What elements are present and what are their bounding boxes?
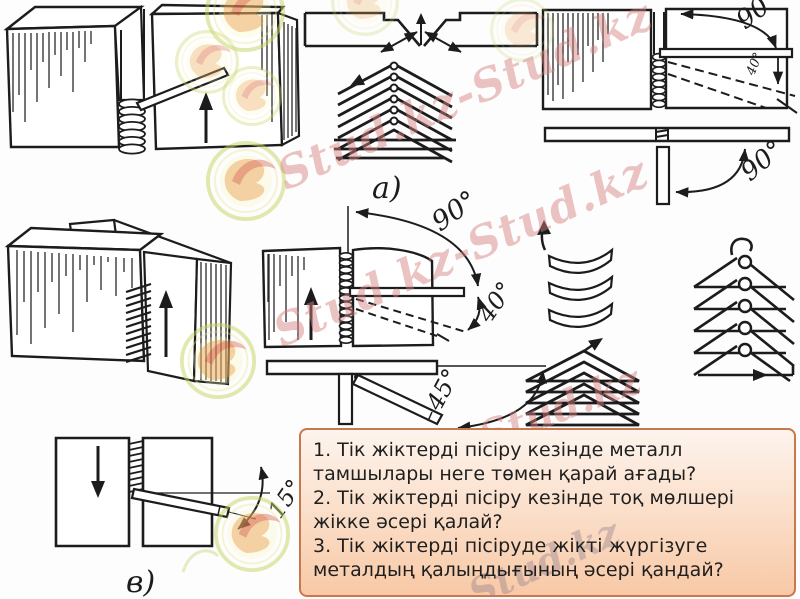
figure-electrode-45: 45° bbox=[265, 359, 547, 432]
weld-ticks bbox=[128, 440, 144, 493]
angle-label-90: 90° bbox=[735, 135, 790, 188]
up-arrow bbox=[537, 220, 551, 251]
up-arrow bbox=[199, 92, 213, 143]
question-line: металдың қалыңдығының әсері қандай? bbox=[313, 559, 724, 581]
hatching bbox=[200, 262, 227, 383]
tilt-dashed-line bbox=[355, 298, 467, 337]
weld-bead-coil bbox=[651, 52, 667, 109]
plank-top-edge bbox=[113, 218, 232, 265]
weld-bead-coil bbox=[338, 252, 354, 344]
left-block-front bbox=[5, 24, 121, 149]
figure-electrode-angle-90-40: 90° 40° bbox=[541, 0, 798, 114]
runoff-arrow bbox=[698, 366, 795, 381]
logo-swirl bbox=[181, 549, 220, 573]
right-block bbox=[351, 247, 435, 348]
weld-gap bbox=[653, 12, 665, 54]
right-plate bbox=[141, 436, 214, 548]
question-line: 2. Тік жіктерді пісіру кезінде тоқ мөлше… bbox=[313, 487, 735, 509]
electrode-rod bbox=[658, 47, 794, 59]
up-arrow bbox=[304, 287, 318, 340]
stud-kz-logo bbox=[213, 495, 291, 572]
left-plate bbox=[54, 436, 131, 548]
vertical-rod bbox=[337, 372, 354, 426]
question-box: Stud.kz 1. Тік жіктерді пісіру кезінде м… bbox=[299, 428, 796, 597]
electrode-rod bbox=[655, 145, 671, 206]
angle-arc-40 bbox=[467, 296, 487, 331]
angle-arc-90 bbox=[680, 9, 777, 49]
electrode-rod bbox=[351, 373, 444, 426]
zigzag-weld bbox=[125, 282, 152, 364]
apex-loops bbox=[389, 61, 399, 126]
plate-bar bbox=[265, 359, 439, 376]
hatching bbox=[261, 14, 297, 140]
down-arrow bbox=[91, 446, 105, 498]
apex-loops bbox=[737, 254, 753, 358]
start-hook bbox=[730, 237, 753, 256]
up-arrow bbox=[159, 290, 173, 357]
tilt-dashed-line bbox=[667, 61, 796, 109]
figure-chevron-weave-pattern bbox=[334, 61, 456, 164]
question-line: 1. Тік жіктерді пісіру кезінде металл bbox=[313, 439, 683, 461]
angle-arc-90 bbox=[355, 208, 482, 287]
block-front bbox=[6, 244, 146, 363]
watermark-logos bbox=[175, 0, 555, 573]
left-block bbox=[261, 246, 343, 349]
question-line: 3. Тік жіктерді пісіруде жікті жүргізуге bbox=[313, 535, 708, 557]
weave-arrow bbox=[588, 338, 603, 351]
stud-kz-logo bbox=[331, 0, 399, 36]
figure-electrode-angles-90-40: 90° bbox=[261, 185, 519, 349]
angle-label-90: 90° bbox=[426, 185, 483, 238]
oscillation-arrows bbox=[380, 13, 462, 53]
figure-triangle-weave bbox=[525, 338, 640, 427]
weave-arrow bbox=[350, 74, 366, 86]
stud-kz-logo bbox=[206, 141, 286, 221]
hatching bbox=[12, 31, 92, 122]
question-line: жікке әсері қалай? bbox=[313, 511, 503, 533]
figure-crescent-weave bbox=[537, 220, 614, 328]
base-block bbox=[541, 8, 653, 111]
hatching bbox=[547, 13, 609, 101]
question-line: тамшылары неге төмен қарай ағады? bbox=[313, 463, 697, 485]
figure-label-a: а) bbox=[372, 171, 402, 206]
angle-arc-90 bbox=[675, 148, 750, 198]
figure-loop-weave bbox=[693, 237, 795, 383]
figure-label-v: в) bbox=[126, 565, 155, 599]
seam-marks bbox=[655, 128, 669, 141]
weld-gap bbox=[120, 9, 145, 100]
hatching bbox=[16, 250, 133, 344]
vertical-plate-face bbox=[664, 7, 789, 110]
electrode-rod bbox=[348, 286, 466, 298]
hatching bbox=[267, 254, 305, 340]
figure-tee-electrode-90: 90° bbox=[543, 126, 791, 206]
